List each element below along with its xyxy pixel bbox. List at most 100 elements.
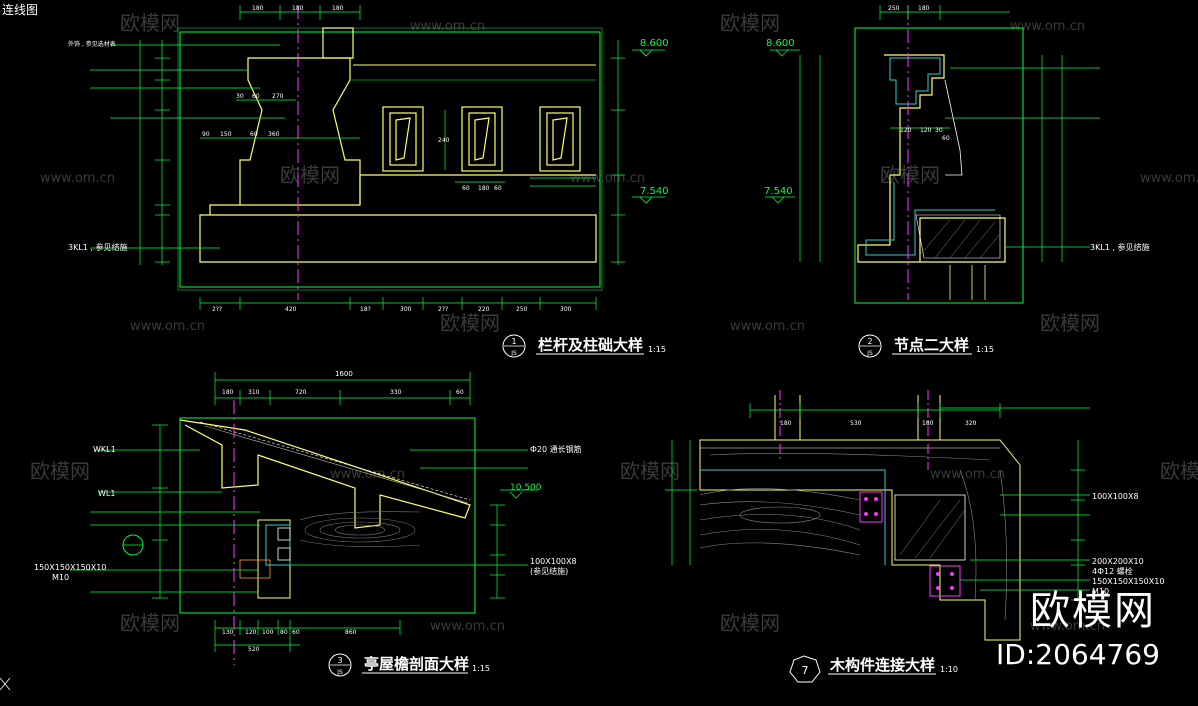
detail-7-title: 7 木构件连接大样 1:10 (789, 655, 958, 683)
dim-text: 60 (456, 389, 464, 396)
watermark-brand: 欧模网 (30, 459, 90, 483)
dim-text: 100 (262, 629, 274, 636)
dim-text: 180 (332, 5, 344, 12)
detail-sheet: JS (510, 350, 517, 357)
dim-text: 60 (942, 135, 950, 142)
dim-text: 130 (222, 629, 234, 636)
dim-text: 720 (295, 389, 307, 396)
dim-text: 30 (236, 93, 244, 100)
dim-text: 120 (900, 127, 912, 134)
dim-text: 180 (222, 389, 234, 396)
elevation-bottom: 7.540 (640, 186, 669, 197)
detail-number: 3 (337, 656, 342, 665)
dim-text: 360 (268, 131, 280, 138)
watermark-brand: 欧模网 (280, 163, 340, 187)
dim-text: 120 (920, 127, 932, 134)
watermark-url: www.om.cn (430, 619, 505, 634)
dim-text: 300 (560, 306, 572, 313)
beam-label: 3KL1 , 参见结施 (68, 242, 128, 252)
dim-text: 180 (918, 5, 930, 12)
dim-text: 860 (345, 629, 357, 636)
detail-scale: 1:10 (940, 665, 958, 674)
dim-text: 420 (285, 306, 297, 313)
dim-text: 90 (202, 131, 210, 138)
dim-text: 250 (516, 306, 528, 313)
label-angle: 100X100X8 (1092, 492, 1139, 501)
label-plate: 150X150X150X10 (34, 563, 106, 572)
dim-text: 320 (965, 420, 977, 427)
dim-text: 330 (390, 389, 402, 396)
label-bolt: M10 (52, 573, 69, 582)
watermark-brand: 欧模网 (120, 11, 180, 35)
dim-text: 80 (280, 629, 288, 636)
detail-3-eave-section: 10.500 1600 180 310 720 330 60 130 120 1… (34, 370, 582, 677)
detail-sheet: JS (336, 669, 343, 676)
dim-text: 250 (888, 5, 900, 12)
detail-number: 1 (511, 337, 516, 346)
dim-text: 180 (478, 185, 490, 192)
label-m10: M10 (1092, 587, 1109, 596)
watermark-brand: 欧模网 (440, 311, 500, 335)
dim-text: 180 (292, 5, 304, 12)
detail-number: 2 (867, 337, 872, 346)
watermark-brand: 欧模网 (720, 611, 780, 635)
watermark-url: www.om.cn (570, 171, 645, 186)
label-bolts: 4Ф12 螺栓 (1092, 566, 1133, 576)
note-text: 外饰 , 参见选材表 (68, 40, 116, 48)
watermark-brand: 欧模网 (880, 163, 940, 187)
label-angle: 100X100X8 (530, 557, 577, 566)
dim-text: 220 (478, 306, 490, 313)
dim-text: 60 (250, 131, 258, 138)
dim-text: 120 (245, 629, 257, 636)
dim-text: 2?? (212, 306, 222, 313)
dim-text: 300 (400, 306, 412, 313)
detail-7-wood-connection: 180 530 180 320 100X100X8 200X200X10 4Ф1… (665, 390, 1164, 683)
watermark-url: www.om.cn (410, 19, 485, 34)
detail-title: 节点二大样 (894, 336, 969, 354)
dim-text: 150 (220, 131, 232, 138)
dim-text: 530 (850, 420, 862, 427)
label-wkl1: WKL1 (93, 445, 116, 454)
label-wl1: WL1 (98, 489, 115, 498)
detail-title: 栏杆及柱础大样 (538, 336, 643, 354)
dim-text: 270 (272, 93, 284, 100)
watermark-brand: 欧模网 (120, 611, 180, 635)
detail-title: 木构件连接大样 (829, 656, 935, 674)
elevation-top: 8.600 (640, 38, 669, 49)
id-label: ID:2064769 (996, 638, 1160, 671)
dim-text: 18? (360, 306, 371, 313)
dim-text: 60 (494, 185, 502, 192)
elevation: 10.500 (510, 483, 542, 493)
watermark-url: www.om.cn (330, 467, 405, 482)
dim-text: 2?? (438, 306, 448, 313)
watermark-brand: 欧模网 (1160, 459, 1198, 483)
watermark-url: www.om.cn (730, 319, 805, 334)
dim-text: 520 (248, 646, 260, 653)
watermark-brand: 欧模网 (1040, 311, 1100, 335)
elevation-bottom: 7.540 (764, 186, 793, 197)
watermark-url: www.om.cn (930, 467, 1005, 482)
tab-label[interactable]: 连线图 (2, 3, 39, 17)
detail-title: 亭屋檐剖面大样 (364, 655, 469, 673)
detail-1-railing-base: 8.600 7.540 3KL1 , 参见结施 180 180 180 2?? … (68, 5, 669, 358)
dim-total: 1600 (335, 370, 353, 378)
dim-text: 60 (252, 93, 260, 100)
dim-text: 60 (292, 629, 300, 636)
detail-number: 7 (802, 664, 809, 677)
detail-3-title: 3 JS 亭屋檐剖面大样 1:15 (328, 653, 490, 677)
label-rebar: Ф20 通长钢筋 (530, 444, 582, 454)
dim-text: 30 (935, 127, 943, 134)
dim-text: 240 (438, 137, 450, 144)
watermark-url: www.om.cn (1010, 19, 1085, 34)
brand-mark: 欧模网 (1030, 588, 1156, 634)
detail-2-node: 8.600 7.540 3KL1 , 参见结施 250 180 120 120 … (764, 5, 1150, 358)
watermark-url: www.om.cn (1140, 171, 1198, 186)
watermark-url: www.om.cn (130, 319, 205, 334)
detail-2-title: 2 JS 节点二大样 1:15 (858, 334, 994, 358)
dim-text: 180 (922, 420, 934, 427)
detail-scale: 1:15 (472, 664, 490, 673)
watermark-brand: 欧模网 (620, 459, 680, 483)
dim-text: 180 (780, 420, 792, 427)
detail-scale: 1:15 (976, 345, 994, 354)
